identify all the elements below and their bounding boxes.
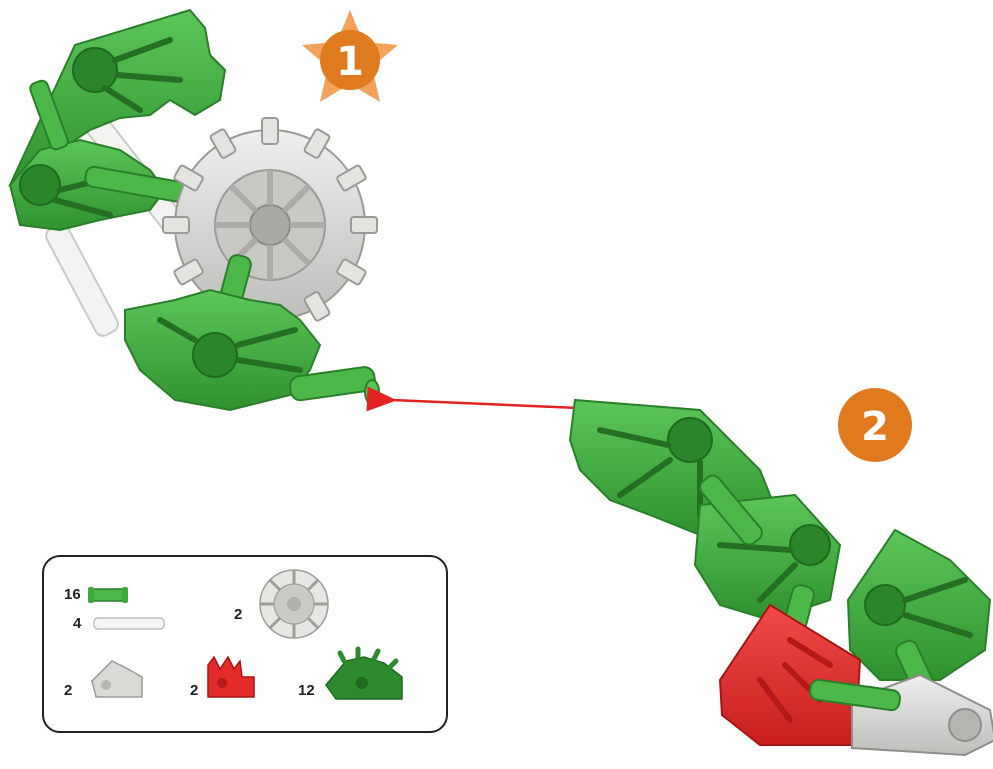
step-2-number: 2 bbox=[861, 404, 889, 450]
step-1-number: 1 bbox=[336, 39, 364, 85]
connector-hole bbox=[73, 48, 117, 92]
qty-white-rod: 4 bbox=[73, 615, 82, 632]
parts-list-box: 16 4 2 2 2 12 bbox=[42, 555, 448, 733]
connector-hole bbox=[193, 333, 237, 377]
white-rod-icon bbox=[94, 618, 164, 629]
grey-corner-icon bbox=[92, 661, 142, 697]
assembly-arrow bbox=[392, 400, 578, 408]
grey-gear-icon bbox=[260, 570, 328, 638]
step-2-assembly bbox=[570, 400, 993, 755]
connector-hole bbox=[865, 585, 905, 625]
green-connector-icon bbox=[326, 649, 402, 699]
green-rod-icon bbox=[88, 587, 128, 603]
connector-hole bbox=[668, 418, 712, 462]
white-rod bbox=[43, 221, 121, 338]
red-corner-icon bbox=[208, 657, 254, 697]
step-1-badge: 1 bbox=[302, 10, 398, 102]
qty-grey-corner: 2 bbox=[64, 682, 72, 699]
step-2-badge: 2 bbox=[838, 388, 912, 462]
qty-red-corner: 2 bbox=[190, 682, 198, 699]
qty-green-rod: 16 bbox=[64, 586, 81, 603]
connector-hole bbox=[949, 709, 981, 741]
connector-hole bbox=[790, 525, 830, 565]
red-corner-connector bbox=[720, 605, 860, 745]
rod-tip bbox=[365, 380, 379, 404]
parts-list: 16 4 2 2 2 12 bbox=[44, 557, 446, 731]
qty-green-connector: 12 bbox=[298, 682, 315, 699]
qty-grey-gear: 2 bbox=[234, 606, 242, 623]
